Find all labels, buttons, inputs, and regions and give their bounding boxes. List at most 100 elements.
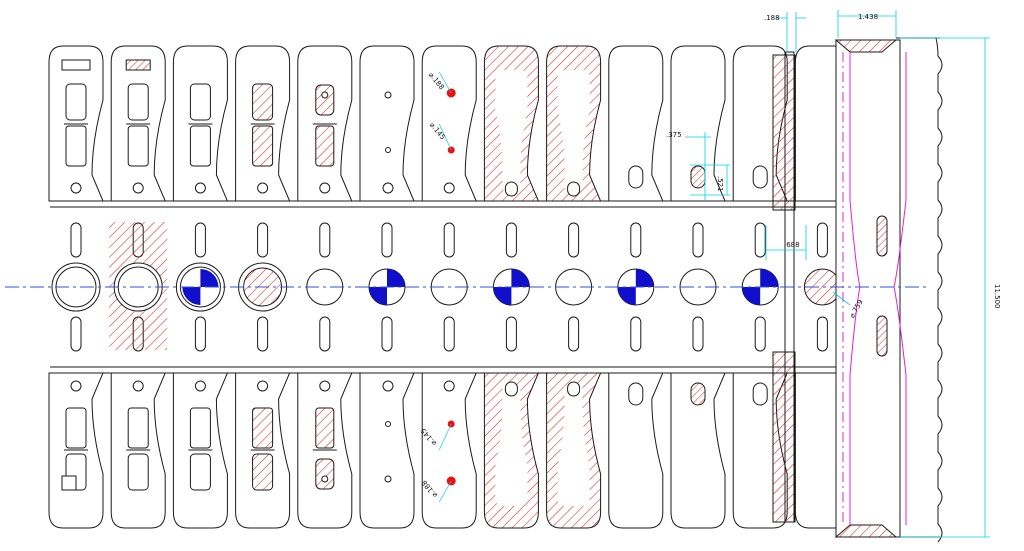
dim-688: .688 (784, 241, 800, 249)
web-slot-bottom (816, 316, 828, 352)
final-part-outline (835, 39, 901, 538)
pilot-hole-bottom (257, 380, 269, 392)
hole-b-top (385, 147, 391, 153)
dim-375: .375 (666, 131, 682, 139)
blade-window-top (495, 70, 528, 190)
finished-part-profile (772, 39, 907, 538)
hatch-oval-top (690, 165, 706, 189)
station-10 (608, 45, 664, 529)
cavity-1-top (252, 83, 274, 121)
pilot-hole-top (319, 182, 331, 194)
hatch-oval-bottom (690, 382, 706, 406)
blade-window-bottom (557, 386, 590, 506)
oval-top (628, 165, 644, 189)
blade-top (359, 45, 415, 202)
cavity-1-top (127, 83, 149, 121)
top-tab (61, 59, 91, 71)
pilot-hole-top (382, 182, 394, 194)
web-slot-bottom (319, 316, 331, 352)
hole-a-bottom (384, 475, 392, 483)
blade-window-top (557, 70, 590, 190)
cavity-1-top (315, 84, 335, 116)
cavity-2-bottom (252, 407, 274, 449)
blade-pilot-top (567, 181, 581, 197)
pilot-hole-bottom (194, 380, 206, 392)
oval-top (752, 165, 768, 189)
web-slot-bottom (381, 316, 393, 352)
leader-small-bottom (438, 423, 452, 451)
blade-pilot-bottom (504, 381, 518, 397)
top-tab-hatched (125, 59, 151, 71)
web-slot-bottom (630, 316, 642, 352)
notch-hatch-bottom (772, 351, 796, 523)
quad-fill-2 (742, 287, 761, 305)
dimension-lines (685, 10, 990, 538)
pilot-hole-top (194, 182, 206, 194)
cavity-2-top (315, 125, 335, 167)
station-11 (670, 45, 726, 529)
final-top-hatch (834, 39, 898, 53)
quad-fill-1 (635, 269, 654, 287)
oval-bottom (752, 382, 768, 406)
blade-top (421, 45, 477, 202)
quad-fill-1 (760, 269, 779, 287)
web-slot-top (568, 222, 580, 258)
coil-edge (896, 37, 943, 543)
cavity-2-top (252, 125, 274, 167)
station-4 (235, 45, 291, 529)
station-1 (48, 45, 104, 529)
pilot-hole-top (443, 182, 455, 194)
pilot-hole-top (132, 182, 144, 194)
blade-top (608, 45, 664, 202)
pilot-hole-bottom (443, 380, 455, 392)
web-slot-top (257, 222, 269, 258)
quad-fill-2 (369, 287, 387, 305)
cavity-2-bottom (315, 407, 335, 449)
dim-1438: 1.438 (858, 13, 878, 21)
web-slot-top (194, 222, 206, 258)
web-slot-bottom (257, 316, 269, 352)
final-bottom-hatch (834, 524, 898, 538)
hole-a-top (384, 91, 392, 99)
pilot-hole-bottom (70, 380, 82, 392)
web-slot-top (630, 222, 642, 258)
web-slot-top (692, 222, 704, 258)
web-slot-bottom (70, 316, 82, 352)
hole-bottom (321, 475, 329, 483)
cavity-2-bottom (189, 407, 211, 449)
hole-b-bottom (385, 421, 391, 427)
web-slot-top (319, 222, 331, 258)
web-slot-top (443, 222, 455, 258)
web-slot-bottom (194, 316, 206, 352)
hole-top (321, 91, 329, 99)
leader-large-top (438, 71, 452, 94)
cavity-1-bottom (252, 453, 274, 491)
blade-pilot-top (504, 181, 518, 197)
pilot-hole-bottom (132, 380, 144, 392)
cavity-1-top (65, 83, 87, 121)
web-slot-top (70, 222, 82, 258)
cavity-2-top (189, 125, 211, 167)
blade-bottom (608, 372, 664, 529)
cavity-2-bottom (65, 407, 87, 449)
leader-large-bottom (438, 480, 452, 503)
station-7 (421, 45, 477, 529)
quad-fill-2 (182, 287, 201, 305)
web-slot-top (381, 222, 393, 258)
final-slot-bottom (876, 315, 888, 357)
blade-pilot-bottom (567, 381, 581, 397)
quad-fill-2 (617, 287, 636, 305)
quad-fill-1 (511, 269, 530, 287)
web-slot-bottom (568, 316, 580, 352)
cavity-2-bottom (127, 407, 149, 449)
pilot-hole-bottom (382, 380, 394, 392)
bottom-tab (61, 475, 77, 491)
web-slot-bottom (754, 316, 766, 352)
quad-fill-1 (200, 269, 219, 287)
blade-window-bottom (495, 386, 528, 506)
dim-521: .521 (716, 176, 724, 192)
web-slot-bottom (443, 316, 455, 352)
cavity-2-top (127, 125, 149, 167)
cavity-1-bottom (127, 453, 149, 491)
